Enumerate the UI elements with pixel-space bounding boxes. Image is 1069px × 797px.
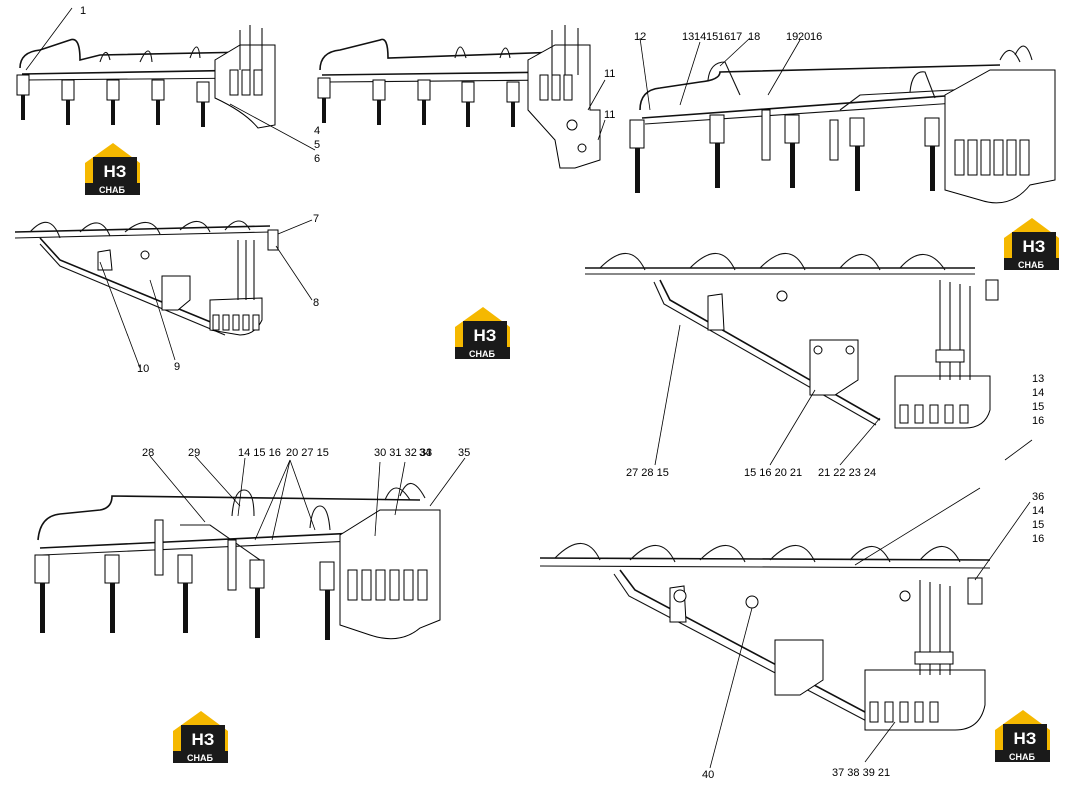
logo-2: НЗ СНАБ	[455, 307, 510, 359]
view-4-pipe-routing-plan	[14, 219, 313, 369]
logo-caption: СНАБ	[187, 753, 213, 763]
callout-6: 6	[314, 153, 320, 165]
callout-16-d: 16	[1032, 533, 1044, 545]
logo-1: НЗ СНАБ	[85, 143, 140, 195]
callout-1: 1	[80, 5, 86, 17]
callout-20: 20	[798, 31, 810, 43]
view-5-pipe-routing-plan	[585, 253, 1033, 466]
logo-5: НЗ СНАБ	[995, 710, 1050, 762]
callout-18: 18	[748, 31, 760, 43]
callout-14-b: 14	[1032, 387, 1044, 399]
callout-28: 28	[142, 447, 154, 459]
callout-10: 10	[137, 363, 149, 375]
callout-14: 14	[694, 31, 706, 43]
callout-15-16-20-21: 15 16 20 21	[744, 467, 802, 479]
callout-14-c: 14	[1032, 505, 1044, 517]
logo-mark: НЗ	[1023, 237, 1046, 256]
callout-15-b: 15	[1032, 401, 1044, 413]
callout-13: 13	[682, 31, 694, 43]
logo-caption: СНАБ	[469, 349, 495, 359]
view-3-injector-rail-detail	[629, 37, 1056, 204]
logo-caption: СНАБ	[1018, 260, 1044, 270]
view-6-injector-rail-detail	[34, 455, 466, 640]
callout-27-28-15: 27 28 15	[626, 467, 669, 479]
callout-16: 16	[718, 31, 730, 43]
callout-35: 35	[458, 447, 470, 459]
logo-4: НЗ СНАБ	[173, 711, 228, 763]
view-2-injector-rail-pump	[317, 25, 606, 169]
callout-36: 36	[1032, 491, 1044, 503]
callout-12: 12	[634, 31, 646, 43]
callout-19: 19	[786, 31, 798, 43]
callout-16-c: 16	[1032, 415, 1044, 427]
logo-mark: НЗ	[192, 730, 215, 749]
callout-15: 15	[706, 31, 718, 43]
callout-37-38-39-21: 37 38 39 21	[832, 767, 890, 779]
callout-9: 9	[174, 361, 180, 373]
callout-15-c: 15	[1032, 519, 1044, 531]
view-7-pipe-routing-plan	[539, 487, 1031, 769]
callout-20-27-15: 20 27 15	[286, 447, 329, 459]
callout-11-b: 11	[604, 109, 615, 121]
callout-8: 8	[313, 297, 319, 309]
callout-4: 4	[314, 125, 320, 137]
logo-mark: НЗ	[474, 326, 497, 345]
logo-caption: СНАБ	[99, 185, 125, 195]
callout-30-31-32-33: 30 31 32 33	[374, 447, 432, 459]
logo-3: НЗ СНАБ	[1004, 218, 1059, 270]
callout-14-15-16: 14 15 16	[238, 447, 281, 459]
callout-16-b: 16	[810, 31, 822, 43]
view-1-injector-rail	[16, 7, 316, 151]
callout-40: 40	[702, 769, 714, 781]
logo-caption: СНАБ	[1009, 752, 1035, 762]
callout-29: 29	[188, 447, 200, 459]
callout-21-22-23-24: 21 22 23 24	[818, 467, 876, 479]
callout-7: 7	[313, 213, 319, 225]
callout-17: 17	[730, 31, 742, 43]
logo-mark: НЗ	[104, 162, 127, 181]
callout-34: 34	[419, 447, 431, 459]
logo-mark: НЗ	[1014, 729, 1037, 748]
callout-13-b: 13	[1032, 373, 1044, 385]
callout-5: 5	[314, 139, 320, 151]
callout-11-a: 11	[604, 68, 615, 80]
